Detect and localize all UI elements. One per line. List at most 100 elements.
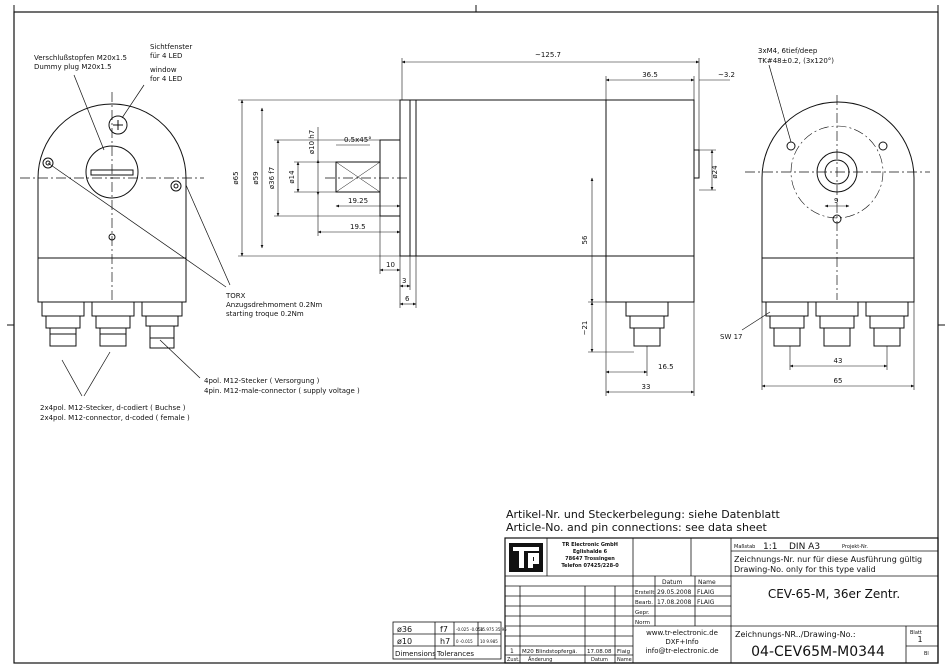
col-name: Name (698, 579, 716, 586)
title-block-text: TR Electronic GmbH Eglishalde 6 78647 Tr… (507, 542, 929, 663)
rev-number: 1 (510, 648, 514, 655)
edited-name: FLAIG (697, 599, 715, 606)
row-created: Erstellt (635, 590, 655, 596)
rear-dimensions (741, 204, 915, 390)
tol-row1-dim: ø36 (397, 625, 412, 634)
rev-header-date: Datum (591, 657, 608, 663)
dim-d10: ø10 h7 (308, 130, 316, 154)
title-block (504, 537, 939, 664)
holes-label-1: 3xM4, 6tief/deep (758, 47, 818, 55)
rear-connector-left (765, 301, 809, 347)
row-checked: Gepr. (635, 610, 650, 616)
dim-43: 43 (834, 357, 843, 365)
plug-label-de: Verschlußstopfen M20x1.5 (34, 54, 127, 62)
led-window (108, 115, 128, 135)
tr-logo (509, 543, 543, 572)
row-edited: Bearb. (635, 600, 653, 606)
rev-header-zust: Zust. (507, 657, 520, 663)
tolerance-table-text: ø36 f7 -0.025 -0.050 35.975 35.95 ø10 h7… (395, 625, 507, 658)
tol-row1-fit: f7 (440, 625, 448, 634)
m12-supply-label-de: 4pol. M12-Stecker ( Versorgung ) (204, 377, 320, 385)
dim-56: 56 (581, 235, 589, 244)
dxf-info: DXF+Info (665, 638, 698, 646)
tol-header-dimensions: Dimensions (395, 650, 436, 658)
dim-6: 6 (405, 295, 410, 303)
col-date: Datum (662, 579, 682, 586)
website: www.tr-electronic.de (646, 629, 718, 637)
front-view (20, 74, 231, 397)
dim-9: 9 (834, 197, 838, 205)
dim-19-25: 19.25 (348, 197, 368, 205)
dim-10: 10 (386, 261, 395, 269)
dim-16-5: 16.5 (658, 363, 674, 371)
rear-connector-right (865, 301, 909, 347)
company-street: Eglishalde 6 (573, 549, 608, 555)
row-norm: Norm (635, 620, 650, 626)
torx-torque-de: Anzugsdrehmoment 0.2Nm (226, 301, 322, 309)
dim-33: 33 (642, 383, 651, 391)
rev-header-change: Änderung (528, 656, 552, 663)
dim-d36: ø36 f7 (268, 167, 276, 189)
m12-connector-supply (141, 301, 183, 349)
rear-connector-middle (815, 301, 859, 347)
tol-row2-lim: 10 9.985 (480, 639, 498, 644)
drawing-number: 04-CEV65M-M0344 (751, 644, 885, 660)
window-label-en-1: window (150, 66, 177, 74)
dim-3: 3 (402, 277, 406, 285)
front-view-labels: Verschlußstopfen M20x1.5 Dummy plug M20x… (34, 43, 360, 422)
project-label: Projekt-Nr. (842, 544, 868, 550)
sheet-label: Blatt (910, 630, 922, 636)
valid-note-en: Drawing-No. only for this type valid (734, 565, 876, 574)
tol-row1-lim: 35.975 35.95 (480, 627, 507, 632)
torx-torque-en: starting troque 0.2Nm (226, 310, 304, 318)
dim-3-2: ~3.2 (718, 71, 735, 79)
rear-view (745, 64, 930, 347)
rear-labels: 3xM4, 6tief/deep TK#48±0.2, (3x120°) 9 S… (720, 47, 842, 385)
m12-bus-label-en: 2x4pol. M12-connector, d-coded ( female … (40, 414, 190, 422)
dim-total-length: ~125.7 (535, 51, 561, 59)
email: info@tr-electronic.de (645, 647, 718, 655)
paper-format: DIN A3 (789, 542, 820, 552)
side-view (325, 99, 700, 347)
window-label-de-1: Sichtfenster (150, 43, 192, 51)
sheet-count-label: Bl (924, 651, 929, 657)
flange-hub (816, 151, 858, 193)
tol-row2-fit: h7 (440, 637, 450, 646)
tol-row2-dev: 0 -0.015 (456, 639, 473, 644)
tol-row1-dev: -0.025 -0.050 (456, 627, 484, 632)
dim-d59: ø59 (252, 171, 260, 184)
scale-value: 1:1 (763, 542, 777, 552)
scale-label: Maßstab (734, 544, 755, 550)
rev-header-name: Name (617, 657, 632, 663)
dim-65: 65 (834, 377, 843, 385)
drawing-title: CEV-65-M, 36er Zentr. (768, 587, 900, 601)
sw17-label: SW 17 (720, 333, 743, 341)
dim-chamfer: 0.5x45° (344, 136, 372, 144)
holes-label-2: TK#48±0.2, (3x120°) (757, 57, 834, 65)
tol-header-tolerances: Tolerances (436, 650, 474, 658)
dim-36-5: 36.5 (642, 71, 658, 79)
created-date: 29.05.2008 (657, 589, 692, 596)
side-dimension-labels: ~125.7 36.5 ~3.2 ø65 ø59 ø36 f7 ø14 ø10 … (232, 51, 735, 391)
rev-date: 17.08.08 (587, 649, 612, 655)
company-name: TR Electronic GmbH (562, 542, 618, 548)
dim-19-5: 19.5 (350, 223, 366, 231)
valid-note-de: Zeichnungs-Nr. nur für diese Ausführung … (734, 555, 922, 564)
m12-bus-label-de: 2x4pol. M12-Stecker, d-codiert ( Buchse … (40, 404, 186, 412)
created-name: FLAIG (697, 589, 715, 596)
window-label-en-2: for 4 LED (150, 75, 182, 83)
m12-connector-left (41, 301, 85, 347)
rev-name: Flaig (617, 649, 630, 655)
rev-change: M20 Blindstopfergä. (522, 649, 578, 655)
tolerance-table (392, 621, 502, 660)
dim-d24: ø24 (711, 165, 719, 179)
note-de: Artikel-Nr. und Steckerbelegung: siehe D… (506, 508, 781, 521)
m12-connector-middle (91, 301, 135, 347)
side-dimensions (238, 58, 730, 396)
note-en: Article-No. and pin connections: see dat… (506, 521, 768, 534)
dim-d65: ø65 (232, 171, 240, 184)
housing (415, 99, 607, 257)
window-label-de-2: für 4 LED (150, 52, 182, 60)
plug-label-en: Dummy plug M20x1.5 (34, 63, 112, 71)
drawing-no-label: Zeichnungs-NR../Drawing-No.: (735, 630, 856, 639)
